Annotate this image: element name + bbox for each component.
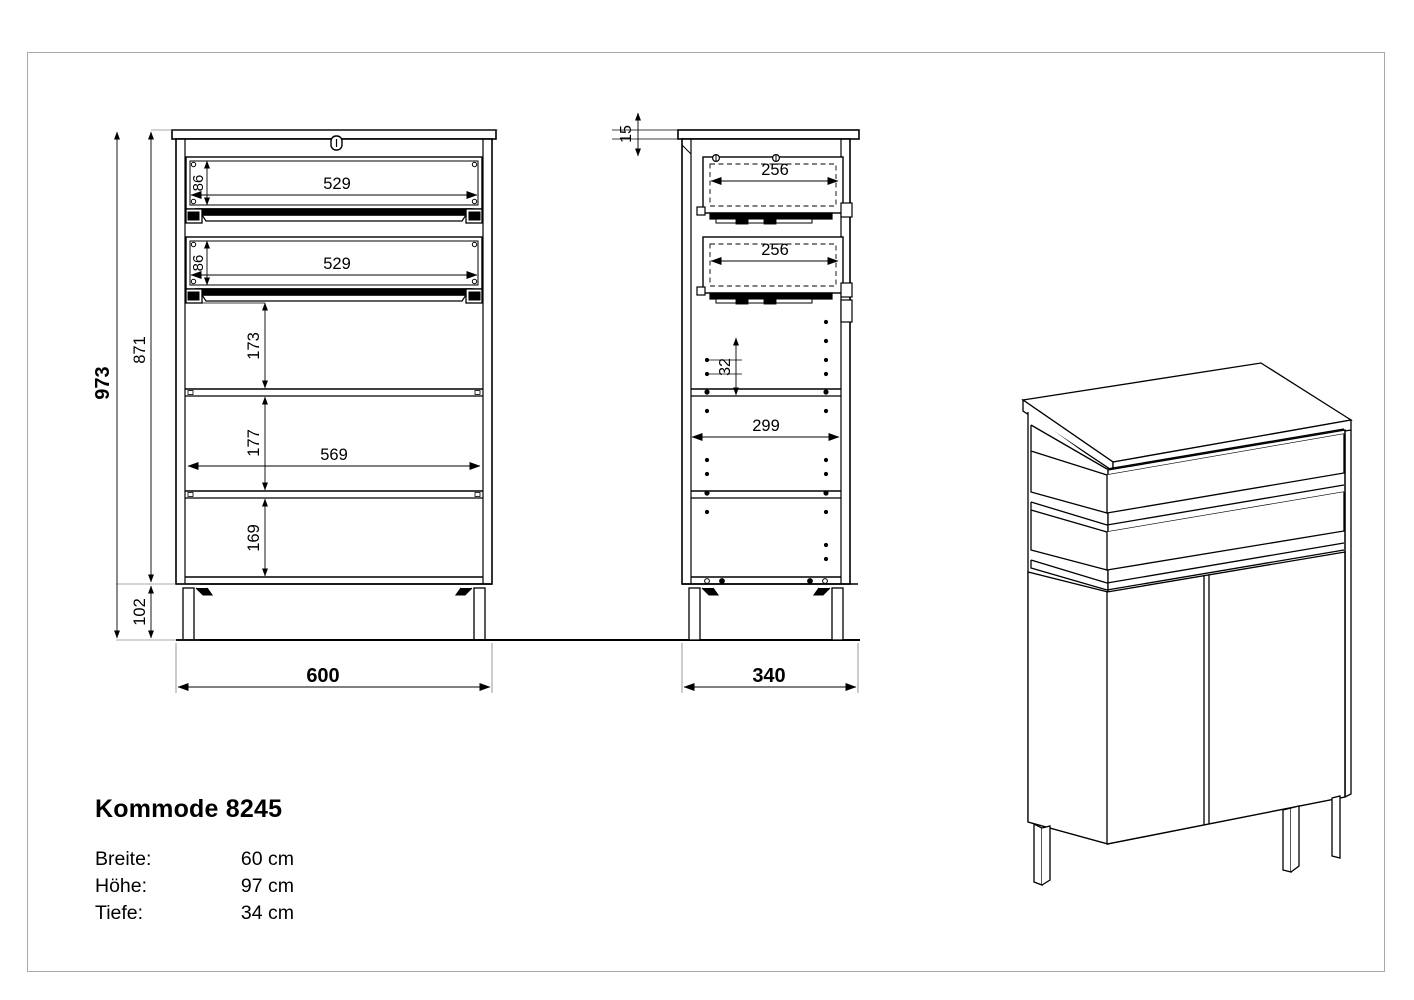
- spec-row-hoehe: Höhe: 97 cm: [95, 873, 515, 900]
- spec-label-tiefe: Tiefe:: [95, 901, 144, 924]
- dim-102: 102: [131, 598, 149, 626]
- front-width-dimension: 600: [175, 643, 493, 693]
- spec-value-breite: 60 cm: [240, 848, 294, 870]
- spec-value-tiefe: 34 cm: [240, 901, 294, 924]
- spec-label-hoehe: Höhe:: [95, 874, 148, 897]
- dim-15: 15: [618, 125, 635, 143]
- spec-row-tiefe: Tiefe: 34 cm: [95, 900, 515, 927]
- dim-871: 871: [131, 336, 149, 364]
- dim-529-bottom: 529: [323, 255, 351, 273]
- dim-86-top: 86: [190, 175, 207, 192]
- dim-600: 600: [306, 665, 339, 687]
- perspective-view-group: [1021, 362, 1353, 886]
- dim-529-top: 529: [323, 175, 351, 193]
- side-depth-dimension: 340: [681, 643, 859, 693]
- product-title: Kommode 8245: [95, 795, 283, 823]
- spec-value-hoehe: 97 cm: [240, 874, 294, 897]
- front-view-group: 86 529 86 529: [171, 129, 860, 641]
- dim-256-bottom: 256: [761, 241, 789, 259]
- dim-256-top: 256: [761, 161, 789, 179]
- spec-label-breite: Breite:: [95, 848, 152, 870]
- dim-86-bottom: 86: [190, 255, 207, 272]
- dim-173: 173: [245, 332, 263, 360]
- dim-299: 299: [752, 417, 780, 435]
- side-top-overhang-dimension: 15: [612, 112, 684, 157]
- dim-973: 973: [92, 366, 114, 399]
- front-vertical-dimensions: 871 973 102: [92, 129, 498, 641]
- dim-169: 169: [245, 524, 263, 552]
- side-view-group: 256 256: [677, 129, 860, 641]
- dim-177: 177: [245, 429, 263, 457]
- spec-row-breite: Breite: 60 cm: [95, 846, 515, 873]
- dim-340: 340: [752, 665, 785, 687]
- dim-32: 32: [717, 358, 734, 376]
- title-block: Kommode 8245 Breite: 60 cm Höhe: 97 cm T…: [95, 795, 515, 927]
- dim-569: 569: [320, 446, 348, 464]
